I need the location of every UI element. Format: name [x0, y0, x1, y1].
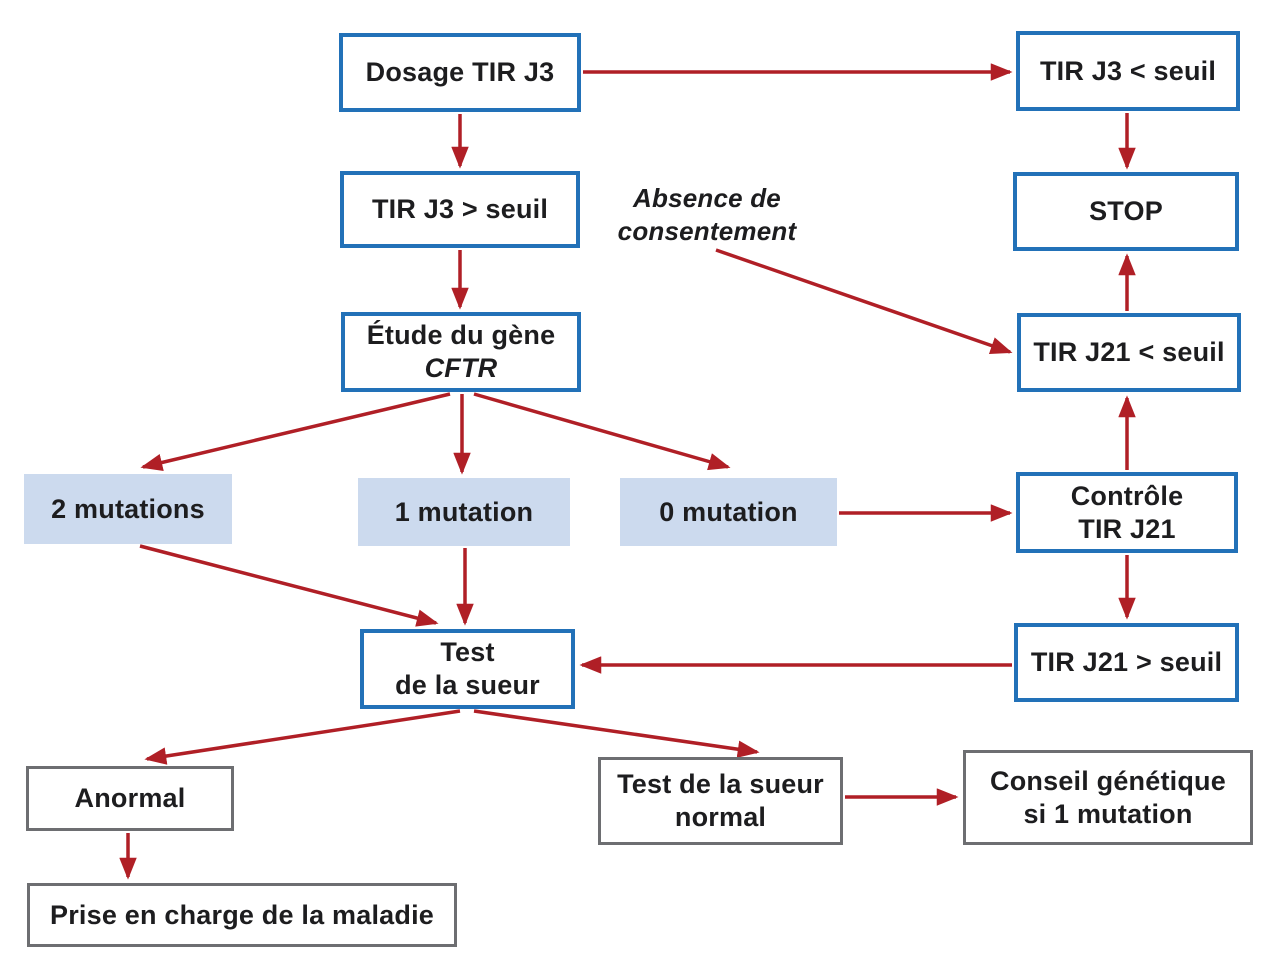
node-tir-j21-inf-seuil-label: TIR J21 < seuil [1033, 337, 1225, 368]
node-prise-en-charge: Prise en charge de la maladie [27, 883, 457, 947]
node-tir-j3-inf-seuil-label: TIR J3 < seuil [1039, 55, 1217, 86]
node-etude-line2-gene-cftr: CFTR [424, 353, 498, 383]
node-controle-tir-j21: Contrôle TIR J21 [1016, 472, 1238, 553]
annotation-line2: consentement [617, 215, 797, 246]
node-tir-j21-sup-seuil: TIR J21 > seuil [1014, 623, 1239, 702]
node-2-mutations: 2 mutations [24, 474, 232, 544]
arrow-test-to-sueur-normal [473, 709, 760, 758]
node-anormal-label: Anormal [74, 783, 186, 814]
node-1-mutation: 1 mutation [358, 478, 570, 546]
node-0-mutation: 0 mutation [620, 478, 837, 546]
node-test-sueur-line1: Test [440, 637, 495, 668]
node-tir-j21-sup-seuil-label: TIR J21 > seuil [1030, 647, 1223, 678]
node-conseil-line1: Conseil génétique [990, 765, 1226, 796]
node-controle-line1: Contrôle [1070, 480, 1184, 511]
arrow-etude-to-0-mutation [473, 392, 731, 471]
arrow-absence-to-tirj21-inf [715, 248, 1013, 354]
node-tir-j21-inf-seuil: TIR J21 < seuil [1017, 313, 1241, 392]
node-controle-line2: TIR J21 [1078, 513, 1176, 544]
node-test-sueur-line2: de la sueur [395, 670, 540, 700]
node-tir-j3-sup-seuil: TIR J3 > seuil [340, 171, 580, 248]
node-etude-gene-cftr: Étude du gène CFTR [341, 312, 581, 392]
node-etude-line1: Étude du gène [366, 320, 556, 351]
node-0-mutation-label: 0 mutation [659, 496, 798, 527]
node-tir-j3-sup-seuil-label: TIR J3 > seuil [371, 194, 549, 225]
node-test-sueur-normal-line2: normal [674, 802, 767, 832]
node-test-sueur-normal: Test de la sueur normal [598, 757, 843, 845]
arrow-etude-to-2-mutations [140, 392, 451, 472]
node-1-mutation-label: 1 mutation [394, 496, 534, 527]
node-dosage-tir-j3-label: Dosage TIR J3 [365, 57, 555, 88]
arrow-test-to-anormal [144, 709, 461, 765]
annotation-line1: Absence de [633, 183, 781, 213]
arrow-2-mutations-to-test [139, 544, 439, 627]
annotation-absence-consentement: Absence de consentement [592, 182, 822, 247]
node-test-sueur-normal-line1: Test de la sueur [617, 769, 824, 800]
node-dosage-tir-j3: Dosage TIR J3 [339, 33, 581, 112]
node-stop-label: STOP [1089, 196, 1163, 227]
node-tir-j3-inf-seuil: TIR J3 < seuil [1016, 31, 1240, 111]
node-anormal: Anormal [26, 766, 234, 831]
node-test-sueur: Test de la sueur [360, 629, 575, 709]
node-stop: STOP [1013, 172, 1239, 251]
node-conseil-line2: si 1 mutation [1023, 798, 1193, 829]
node-2-mutations-label: 2 mutations [51, 493, 205, 524]
node-conseil-genetique: Conseil génétique si 1 mutation [963, 750, 1253, 845]
node-prise-en-charge-label: Prise en charge de la maladie [50, 899, 434, 930]
